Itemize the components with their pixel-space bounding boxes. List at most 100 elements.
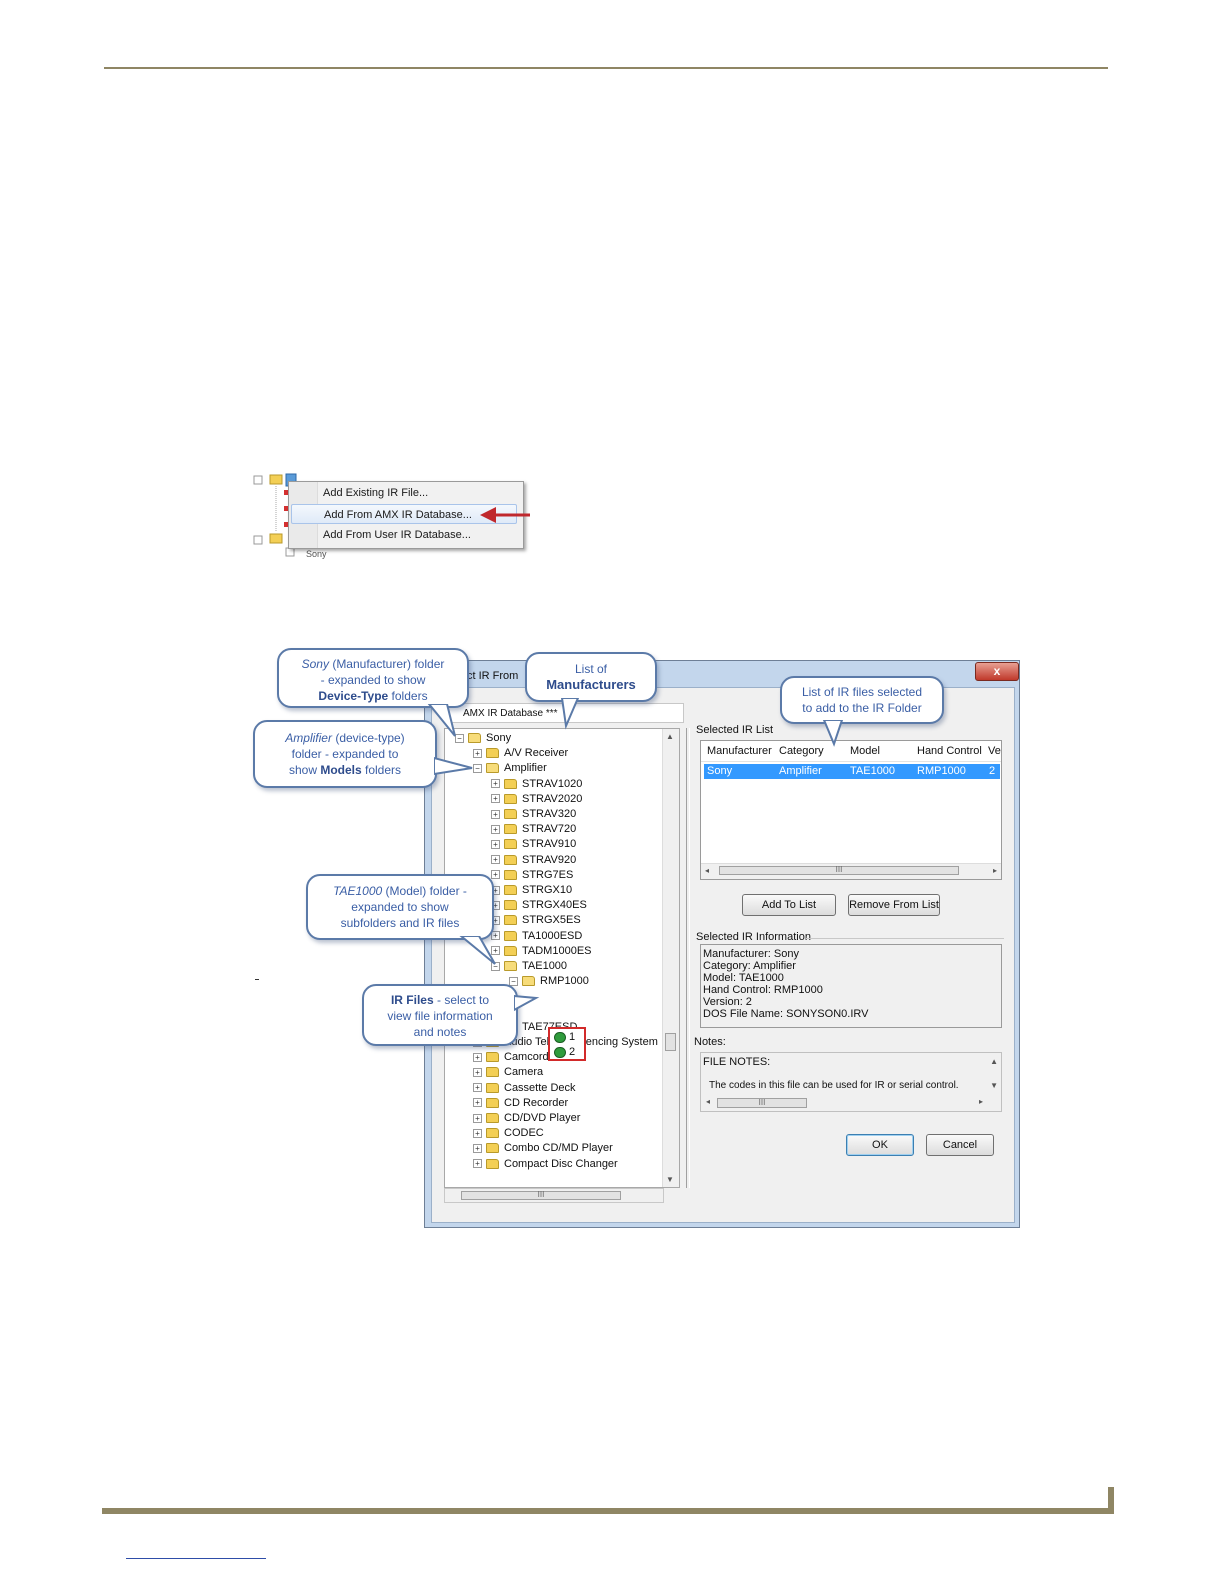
ir-file-item[interactable]: 1 bbox=[554, 1030, 575, 1044]
grid-header: Manufacturer Category Model Hand Control… bbox=[701, 741, 1001, 762]
expand-icon[interactable]: + bbox=[491, 870, 500, 880]
collapse-icon[interactable]: − bbox=[455, 733, 464, 743]
scroll-right-icon[interactable]: ▸ bbox=[992, 866, 997, 875]
selected-ir-list[interactable]: Manufacturer Category Model Hand Control… bbox=[700, 740, 1002, 880]
tree-item[interactable]: +Compact Disc Changer bbox=[473, 1157, 618, 1172]
scroll-up-icon[interactable]: ▲ bbox=[990, 1057, 998, 1066]
expand-icon[interactable]: + bbox=[491, 809, 500, 819]
tree-item[interactable]: +STRAV320 bbox=[491, 807, 576, 822]
tree-item[interactable]: +Cassette Deck bbox=[473, 1081, 576, 1096]
tree-scroll-thumb[interactable] bbox=[665, 1033, 676, 1051]
scroll-up-icon[interactable]: ▲ bbox=[666, 732, 674, 741]
list-horizontal-scrollbar[interactable]: ◂ III ▸ bbox=[701, 863, 1001, 879]
tree-item[interactable]: +Combo CD/MD Player bbox=[473, 1141, 613, 1156]
menu-item-add-from-amx-database[interactable]: Add From AMX IR Database... bbox=[291, 504, 517, 524]
expand-icon[interactable]: + bbox=[491, 794, 500, 804]
expand-icon[interactable]: + bbox=[491, 855, 500, 865]
column-header[interactable]: Category bbox=[779, 745, 824, 757]
folder-icon bbox=[504, 824, 517, 835]
expand-icon[interactable]: + bbox=[473, 1113, 482, 1123]
tree-item[interactable]: +Camera bbox=[473, 1065, 543, 1080]
scroll-right-icon[interactable]: ▸ bbox=[978, 1097, 983, 1106]
tree-item[interactable]: + Camcorder bbox=[473, 1050, 558, 1065]
tree-item-label: STRGX40ES bbox=[522, 899, 587, 912]
add-to-list-button[interactable]: Add To List bbox=[742, 894, 836, 916]
scroll-down-icon[interactable]: ▼ bbox=[990, 1081, 998, 1090]
notes-text: The codes in this file can be used for I… bbox=[709, 1080, 959, 1091]
tree-vertical-scrollbar[interactable]: ▲ ▼ bbox=[662, 729, 679, 1187]
list-hscroll-thumb[interactable]: III bbox=[719, 866, 959, 875]
expand-icon[interactable]: + bbox=[473, 1143, 482, 1153]
tree-horizontal-scrollbar[interactable]: III bbox=[444, 1188, 664, 1203]
tree-item[interactable]: + STRAV2020 bbox=[491, 792, 582, 807]
tree-item[interactable]: +CODEC bbox=[473, 1126, 544, 1141]
tree-item[interactable]: + STRAV1020 bbox=[491, 777, 582, 792]
footer-link-underline[interactable] bbox=[126, 1558, 266, 1559]
tree-item[interactable]: +STRAV910 bbox=[491, 837, 576, 852]
tree-item-label: RMP1000 bbox=[540, 975, 589, 988]
tree-item[interactable]: +STRAV920 bbox=[491, 853, 576, 868]
tree-item[interactable]: +A/V Receiver bbox=[473, 746, 568, 761]
tree-item-label: Amplifier bbox=[504, 762, 547, 775]
tree-item[interactable]: − Amplifier bbox=[473, 761, 547, 776]
scroll-left-icon[interactable]: ◂ bbox=[705, 866, 710, 875]
column-header[interactable]: Manufacturer bbox=[707, 745, 772, 757]
tree-item[interactable]: + CD Recorder bbox=[473, 1096, 568, 1111]
scroll-left-icon[interactable]: ◂ bbox=[706, 1097, 711, 1106]
column-header[interactable]: Ve bbox=[988, 745, 1001, 757]
tree-item-label: STRG7ES bbox=[522, 868, 574, 881]
tree-item-label: STRAV2020 bbox=[522, 792, 583, 805]
column-header[interactable]: Model bbox=[850, 745, 880, 757]
table-row[interactable]: Sony Amplifier TAE1000 RMP1000 2 bbox=[704, 764, 1000, 779]
tree-item[interactable]: +CD/DVD Player bbox=[473, 1111, 580, 1126]
notes-horizontal-scrollbar[interactable]: ◂ III ▸ bbox=[703, 1097, 983, 1110]
tree-item[interactable]: +STRGX40ES bbox=[491, 898, 587, 913]
expand-icon[interactable]: + bbox=[473, 748, 482, 758]
ir-file-item[interactable]: 2 bbox=[554, 1045, 575, 1059]
callout-pointer bbox=[459, 936, 496, 965]
expand-icon[interactable]: + bbox=[473, 1159, 482, 1169]
expand-icon[interactable]: + bbox=[491, 779, 500, 789]
expand-icon[interactable]: + bbox=[473, 1052, 482, 1062]
expand-icon[interactable]: + bbox=[473, 1067, 482, 1077]
expand-icon[interactable]: + bbox=[473, 1128, 482, 1138]
tree-item[interactable]: +TA1000ESD bbox=[491, 929, 582, 944]
pane-divider[interactable] bbox=[686, 728, 690, 1188]
collapse-icon[interactable]: − bbox=[509, 976, 518, 986]
ir-database-tree[interactable]: −Sony+A/V Receiver−Amplifier+STRAV1020+S… bbox=[444, 728, 680, 1188]
expand-icon[interactable]: + bbox=[491, 946, 500, 956]
tree-item[interactable]: + STRG7ES bbox=[491, 868, 573, 883]
tree-item[interactable]: +STRGX5ES bbox=[491, 913, 581, 928]
ok-button[interactable]: OK bbox=[846, 1134, 914, 1156]
notes-box[interactable]: FILE NOTES: The codes in this file can b… bbox=[700, 1052, 1002, 1112]
tree-item-label: STRAV1020 bbox=[522, 777, 583, 790]
tree-item[interactable]: −Sony bbox=[455, 731, 511, 746]
tree-item-label: CD Recorder bbox=[504, 1096, 569, 1109]
expand-icon[interactable]: + bbox=[491, 839, 500, 849]
expand-icon[interactable]: + bbox=[473, 1083, 482, 1093]
expand-icon[interactable]: + bbox=[491, 824, 500, 834]
cancel-button[interactable]: Cancel bbox=[926, 1134, 994, 1156]
tree-item[interactable]: −TAE1000 bbox=[491, 959, 567, 974]
tree-item[interactable]: +STRGX10 bbox=[491, 883, 572, 898]
info-line: Manufacturer: Sony bbox=[703, 948, 799, 960]
notes-hscroll-thumb[interactable]: III bbox=[717, 1098, 807, 1108]
folder-icon bbox=[504, 885, 517, 896]
column-header[interactable]: Hand Control bbox=[917, 745, 982, 757]
collapse-icon[interactable]: − bbox=[473, 763, 482, 773]
tree-item[interactable]: + TADM1000ES bbox=[491, 944, 592, 959]
tree-item[interactable]: +STRAV720 bbox=[491, 822, 576, 837]
tree-item-label: Camcorder bbox=[504, 1051, 559, 1064]
tree-item-label: TADM1000ES bbox=[522, 944, 592, 957]
menu-item-add-existing[interactable]: Add Existing IR File... bbox=[323, 487, 429, 499]
collapse-icon[interactable]: − bbox=[491, 961, 500, 971]
tree-item[interactable]: − RMP1000 bbox=[509, 974, 589, 989]
callout-pointer bbox=[434, 756, 473, 776]
expand-icon[interactable]: + bbox=[473, 1098, 482, 1108]
close-button[interactable]: x bbox=[975, 662, 1019, 681]
remove-from-list-button[interactable]: Remove From List bbox=[848, 894, 940, 916]
menu-item-add-from-user-database[interactable]: Add From User IR Database... bbox=[323, 529, 471, 541]
scroll-down-icon[interactable]: ▼ bbox=[666, 1175, 674, 1184]
expand-icon[interactable]: + bbox=[491, 931, 500, 941]
tree-hscroll-thumb[interactable]: III bbox=[461, 1191, 621, 1200]
